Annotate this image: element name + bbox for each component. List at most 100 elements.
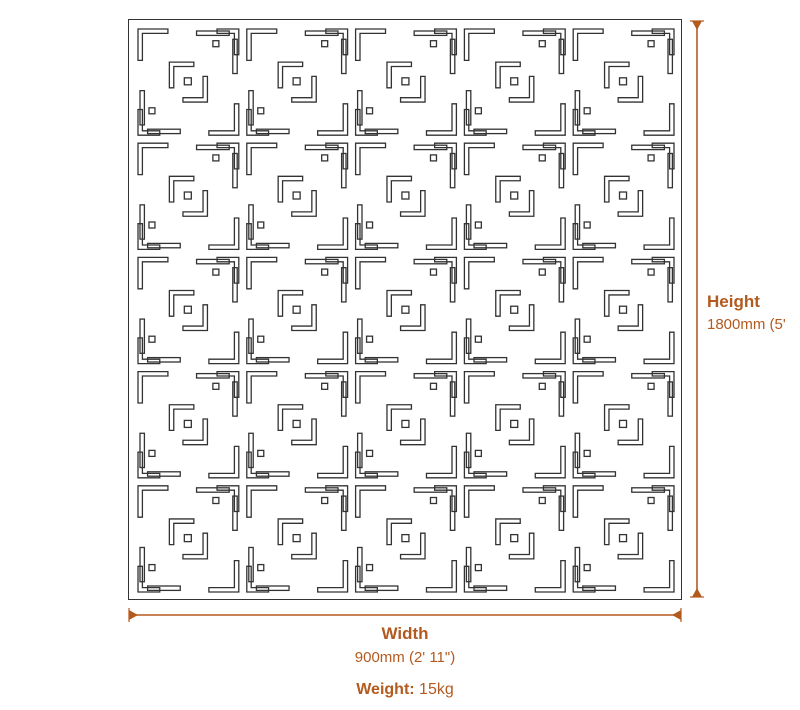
l-slot (617, 75, 644, 103)
l-slot (542, 142, 566, 170)
l-slot (572, 142, 604, 176)
square-slot (510, 77, 519, 86)
l-slot (617, 532, 644, 560)
square-slot (401, 305, 410, 314)
bar-slot (232, 152, 238, 189)
l-slot (246, 108, 270, 136)
square-slot (212, 268, 220, 276)
bar-slot (631, 30, 666, 37)
bar-slot (255, 128, 290, 135)
l-slot (216, 485, 240, 513)
l-slot (277, 404, 304, 432)
l-slot (208, 103, 240, 136)
l-slot (463, 256, 495, 290)
square-slot (618, 419, 628, 429)
bar-slot (304, 372, 339, 379)
l-slot (603, 518, 630, 546)
l-slot (182, 304, 209, 332)
bar-slot (139, 432, 146, 469)
bar-slot (195, 144, 230, 151)
bar-slot (582, 242, 617, 249)
l-slot (182, 532, 209, 560)
l-slot (572, 565, 596, 593)
l-slot (325, 370, 349, 398)
l-slot (643, 331, 675, 365)
bar-slot (473, 585, 508, 592)
square-slot (538, 382, 546, 390)
bar-slot (522, 258, 557, 265)
bar-slot (574, 90, 581, 126)
l-slot (291, 304, 317, 332)
l-slot (291, 75, 317, 103)
l-slot (617, 418, 644, 446)
bar-slot (473, 242, 508, 249)
square-slot (292, 77, 301, 86)
l-slot (354, 256, 387, 290)
l-slot (534, 445, 566, 479)
square-slot (212, 154, 220, 162)
l-slot (277, 175, 304, 203)
l-slot (137, 142, 169, 176)
width-value: 900mm (2' 11") (354, 649, 456, 666)
l-slot (137, 28, 169, 62)
bar-slot (449, 152, 456, 189)
square-slot (365, 563, 374, 572)
l-slot (216, 142, 240, 170)
l-slot (246, 28, 278, 62)
l-slot (354, 223, 379, 251)
l-slot (463, 370, 495, 404)
square-slot (474, 449, 483, 458)
square-slot (583, 449, 591, 458)
bar-slot (413, 258, 448, 265)
square-slot (212, 382, 220, 390)
bar-slot (574, 318, 581, 354)
square-slot (401, 77, 410, 86)
bar-slot (449, 495, 456, 531)
l-slot (317, 217, 349, 251)
l-slot (463, 451, 487, 479)
square-slot (538, 496, 546, 505)
l-slot (425, 103, 458, 136)
l-slot (572, 485, 604, 518)
height-value: 1800mm (5' (707, 316, 786, 333)
bar-slot (356, 546, 363, 583)
bar-slot (248, 90, 254, 126)
bar-slot (413, 30, 448, 37)
bar-slot (449, 381, 456, 417)
l-slot (425, 559, 458, 593)
square-slot (510, 533, 519, 543)
l-slot (386, 518, 413, 546)
bar-slot (146, 242, 181, 249)
l-slot (354, 485, 387, 518)
l-slot (325, 256, 349, 284)
l-slot (463, 223, 487, 251)
l-slot (137, 108, 161, 136)
square-slot (292, 419, 301, 429)
l-slot (651, 28, 675, 56)
bar-slot (304, 487, 339, 493)
width-label: Width (381, 624, 429, 643)
bar-slot (582, 128, 617, 135)
l-slot (651, 142, 675, 170)
bar-slot (558, 152, 565, 189)
bar-slot (413, 144, 448, 151)
bar-slot (232, 381, 238, 417)
bar-slot (631, 487, 666, 493)
bar-slot (255, 585, 290, 592)
square-slot (321, 268, 329, 276)
l-slot (542, 370, 566, 398)
l-slot (572, 223, 596, 251)
l-slot (542, 28, 566, 56)
l-slot (325, 485, 349, 513)
bar-slot (667, 38, 674, 75)
square-slot (538, 154, 546, 162)
l-slot (399, 304, 426, 332)
l-slot (386, 289, 413, 317)
l-slot (508, 75, 535, 103)
l-slot (277, 518, 304, 546)
square-slot (257, 335, 265, 343)
bar-slot (195, 487, 230, 493)
bar-slot (449, 267, 456, 303)
bar-slot (574, 432, 581, 469)
bar-slot (631, 144, 666, 151)
